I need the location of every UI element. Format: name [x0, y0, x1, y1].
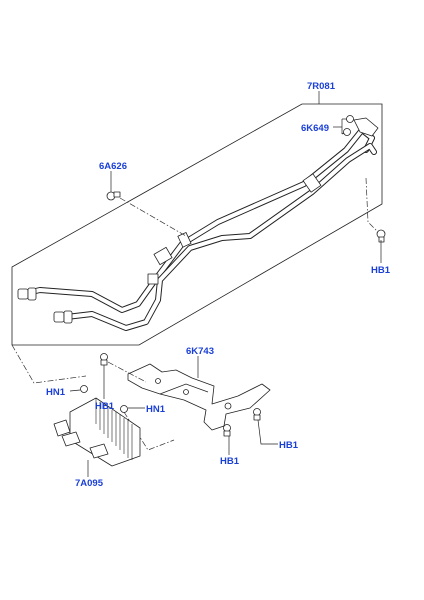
label-hb1-right: HB1 [371, 265, 391, 276]
pipe-end-fittings [17, 117, 379, 324]
bolt-hb1-mid [253, 408, 261, 421]
bolt-6a626 [106, 191, 121, 201]
nut-hn1-mid [120, 405, 128, 413]
part-labels: 7R081 6K649 6A626 HB1 6K743 HB1 HN1 HN1 … [46, 81, 391, 489]
nut-hn1-left [80, 385, 88, 393]
label-7r081: 7R081 [307, 81, 336, 92]
label-6k649: 6K649 [301, 123, 329, 134]
assembly-frame [11, 103, 383, 346]
label-hb1-lower: HB1 [220, 456, 240, 467]
clips-6k649 [343, 115, 354, 136]
pipe-clips [147, 173, 322, 285]
label-hb1-upper: HB1 [95, 401, 115, 412]
label-6k743: 6K743 [186, 346, 214, 357]
bracket-6k743 [127, 363, 271, 431]
leader-lines [69, 91, 382, 477]
label-7a095: 7A095 [75, 478, 104, 489]
oil-cooler-7a095 [53, 397, 141, 467]
bolt-hb1-right [376, 229, 386, 243]
bolt-hb1-lower [223, 424, 231, 437]
cooler-pipe-assembly [19, 127, 377, 331]
label-6a626: 6A626 [99, 161, 127, 172]
label-hb1-mid: HB1 [279, 440, 299, 451]
label-hn1-mid: HN1 [146, 404, 166, 415]
bolt-hb1-upper [100, 353, 108, 366]
label-hn1-left: HN1 [46, 387, 66, 398]
